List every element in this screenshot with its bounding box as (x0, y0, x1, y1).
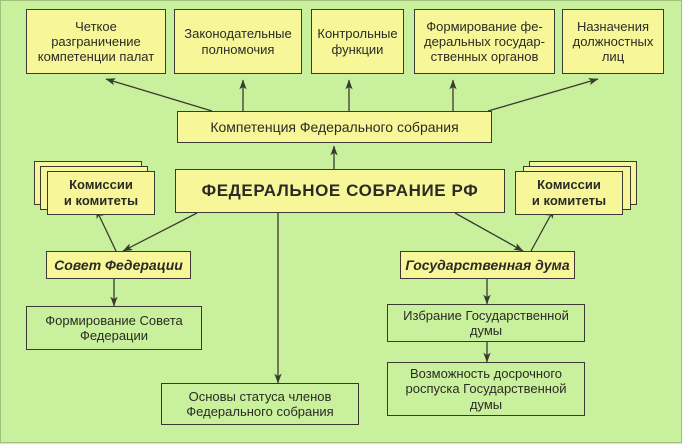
node-duma-dissolution[interactable]: Возможность досрочного роспуска Государс… (387, 362, 585, 416)
node-commissions-right[interactable]: Комиссии и комитеты (515, 161, 637, 215)
edge-federation-council-to-commissions-left (95, 208, 117, 252)
node-control-functions[interactable]: Контрольные функции (311, 9, 404, 74)
edge-competence-to-appointments-officials (487, 78, 599, 112)
commissions-left-front[interactable]: Комиссии и комитеты (47, 171, 155, 215)
commissions-right-front[interactable]: Комиссии и комитеты (515, 171, 623, 215)
node-formation-federal-bodies[interactable]: Формирование фе- деральных государ- стве… (414, 9, 555, 74)
node-clear-delimitation[interactable]: Четкое разграничение компетенции палат (26, 9, 166, 74)
node-legislative-powers[interactable]: Законодательные полномочия (174, 9, 302, 74)
node-duma-election[interactable]: Избрание Государственной думы (387, 304, 585, 342)
node-appointments-officials[interactable]: Назначения должностных лиц (562, 9, 664, 74)
node-commissions-left[interactable]: Комиссии и комитеты (34, 161, 156, 215)
node-council-formation[interactable]: Формирование Совета Федерации (26, 306, 202, 350)
edge-state-duma-to-commissions-right (530, 208, 555, 252)
node-federal-assembly[interactable]: ФЕДЕРАЛЬНОЕ СОБРАНИЕ РФ (175, 169, 505, 213)
edge-main-to-federation-council (122, 212, 198, 252)
edge-competence-to-clear-delimitation (105, 78, 213, 112)
edge-main-to-state-duma (454, 212, 524, 252)
node-members-status[interactable]: Основы статуса членов Федерального собра… (161, 383, 359, 425)
node-state-duma[interactable]: Государственная дума (400, 251, 575, 279)
node-competence[interactable]: Компетенция Федерального собрания (177, 111, 492, 143)
node-federation-council[interactable]: Совет Федерации (46, 251, 191, 279)
